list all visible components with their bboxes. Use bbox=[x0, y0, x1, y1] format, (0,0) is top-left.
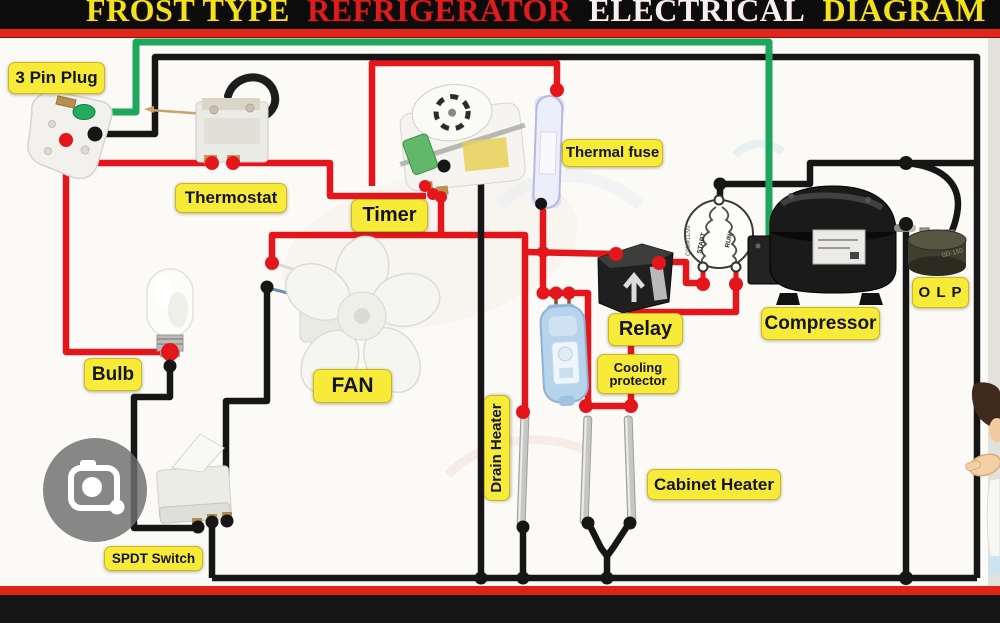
label-cooling-protector: Cooling protector bbox=[597, 354, 679, 394]
label-fan: FAN bbox=[313, 369, 392, 403]
drain-heater-rod bbox=[516, 413, 530, 527]
label-compressor: Compressor bbox=[761, 307, 880, 340]
label-3-pin-plug: 3 Pin Plug bbox=[8, 62, 105, 94]
label-thermostat: Thermostat bbox=[175, 183, 287, 213]
black-junction-dots bbox=[87, 126, 913, 585]
title-word-frost-type: FROST TYPE bbox=[86, 0, 290, 28]
label-spdt-switch: SPDT Switch bbox=[104, 546, 203, 571]
cabinet-heater-rod-left bbox=[579, 415, 593, 525]
cooling-protector-component bbox=[539, 303, 589, 407]
earth-wire-green bbox=[95, 38, 773, 255]
winding-com-marking: C0M#11/99 bbox=[686, 225, 692, 256]
page-edge-strip bbox=[988, 36, 1000, 586]
camera-lens-icon bbox=[82, 477, 102, 497]
defrost-timer-component bbox=[399, 84, 526, 196]
compressor-component bbox=[747, 185, 916, 305]
label-drain-heater: Drain Heater bbox=[484, 395, 510, 501]
presenter-cartoon bbox=[965, 382, 1000, 574]
camera-lens-button[interactable] bbox=[43, 438, 147, 542]
cabinet-heater-rod-right bbox=[623, 415, 637, 525]
red-junction-dots bbox=[59, 83, 743, 419]
title-word-refrigerator: REFRIGERATOR bbox=[307, 0, 572, 28]
winding-start-label: START bbox=[696, 232, 707, 254]
title-word-electrical: ELECTRICAL bbox=[588, 0, 806, 28]
label-thermal-fuse: Thermal fuse bbox=[562, 139, 663, 167]
label-timer: Timer bbox=[351, 199, 428, 232]
earth-terminal bbox=[72, 104, 96, 120]
label-relay: Relay bbox=[608, 313, 683, 346]
thermal-fuse-component bbox=[531, 95, 565, 210]
label-olp: O L P bbox=[912, 277, 969, 308]
spdt-switch-component bbox=[156, 433, 232, 528]
title-bar: FROST TYPE REFRIGERATOR ELECTRICAL DIAGR… bbox=[0, 0, 1000, 29]
title-word-diagram: DIAGRAM bbox=[822, 0, 986, 28]
thermostat-component bbox=[144, 73, 280, 164]
winding-run-label: RUN bbox=[724, 233, 734, 249]
label-bulb: Bulb bbox=[84, 358, 142, 391]
top-red-stripe bbox=[0, 29, 1000, 38]
label-cabinet-heater: Cabinet Heater bbox=[647, 469, 781, 500]
footer-bar bbox=[0, 595, 1000, 623]
overload-protector-component: 0D-150 bbox=[907, 227, 967, 276]
motor-winding-symbol: START RUN C0M#11/99 bbox=[684, 194, 754, 273]
bottom-red-stripe bbox=[0, 586, 1000, 595]
